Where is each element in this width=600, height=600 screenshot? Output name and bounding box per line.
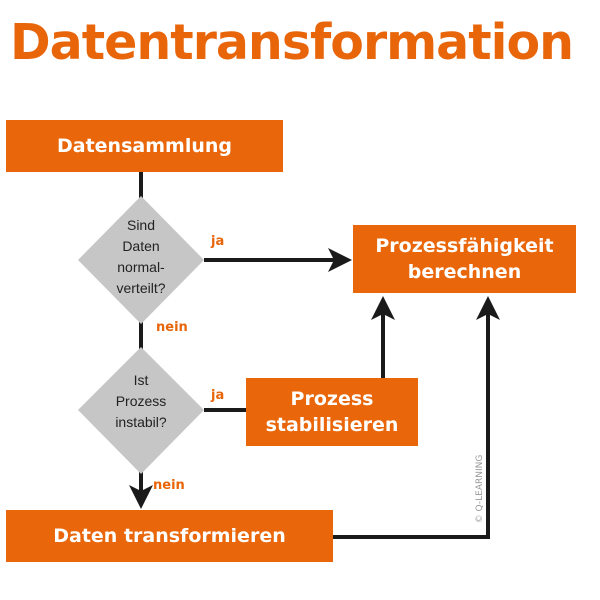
node-daten-transformieren: Daten transformieren bbox=[6, 510, 333, 562]
edge-label-no-1: nein bbox=[156, 320, 188, 335]
node-label: Datensammlung bbox=[57, 135, 232, 157]
node-datensammlung: Datensammlung bbox=[6, 120, 283, 172]
page-title: Datentransformation bbox=[10, 14, 574, 71]
edge-label-yes-1: ja bbox=[211, 234, 225, 249]
decision-normal-text: Sind Daten normal- verteilt? bbox=[78, 215, 204, 299]
node-label: stabilisieren bbox=[265, 414, 399, 436]
decision-line: instabil? bbox=[115, 414, 167, 430]
node-label: Daten transformieren bbox=[53, 525, 286, 547]
decision-process-unstable bbox=[78, 347, 204, 474]
node-prozess-stabilisieren: Prozess stabilisieren bbox=[246, 378, 418, 446]
decision-normal-distribution bbox=[78, 196, 204, 324]
decision-unstable-text: Ist Prozess instabil? bbox=[78, 370, 204, 433]
edge-label-no-2: nein bbox=[153, 478, 185, 493]
edge-transform-capability bbox=[333, 296, 500, 539]
node-label: Prozessfähigkeit bbox=[375, 235, 554, 257]
decision-line: Sind bbox=[126, 217, 156, 233]
decision-line: verteilt? bbox=[116, 280, 166, 296]
node-label: Prozess bbox=[290, 388, 374, 410]
decision-line: normal- bbox=[117, 259, 165, 275]
edge-label-yes-2: ja bbox=[211, 388, 225, 403]
node-label: berechnen bbox=[407, 261, 522, 283]
watermark: © Q-LEARNING bbox=[475, 454, 485, 524]
decision-line: Prozess bbox=[115, 393, 167, 409]
decision-line: Ist bbox=[133, 372, 149, 388]
node-prozessfaehigkeit: Prozessfähigkeit berechnen bbox=[353, 225, 576, 293]
decision-line: Daten bbox=[122, 238, 160, 254]
